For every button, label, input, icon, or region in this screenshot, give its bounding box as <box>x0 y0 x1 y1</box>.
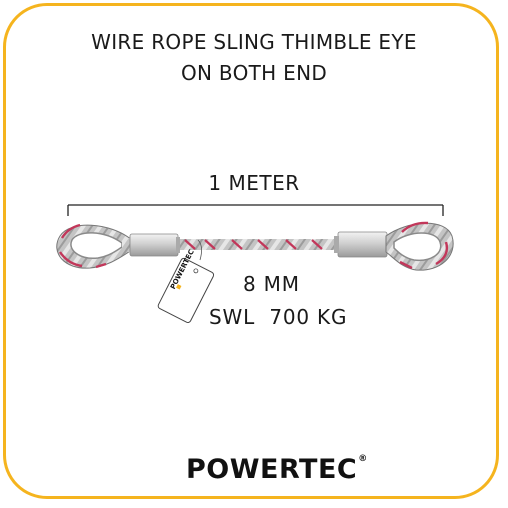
trademark-symbol: ® <box>358 454 368 464</box>
safe-working-load-label: SWL 700 KG <box>209 305 348 329</box>
length-dimension-bracket <box>67 204 444 216</box>
right-thimble-eye <box>334 221 454 271</box>
brand-name: POWERTEC <box>186 454 358 485</box>
length-label: 1 METER <box>208 171 300 195</box>
product-title-line-2: ON BOTH END <box>180 61 328 85</box>
product-hang-tag <box>157 239 215 324</box>
product-title-line-1: WIRE ROPE SLING THIMBLE EYE <box>91 30 417 54</box>
diameter-label: 8 MM <box>243 272 300 296</box>
wire-rope <box>170 239 345 250</box>
left-thimble-eye <box>56 223 180 269</box>
powertec-logo: POWERTEC® <box>186 454 368 485</box>
